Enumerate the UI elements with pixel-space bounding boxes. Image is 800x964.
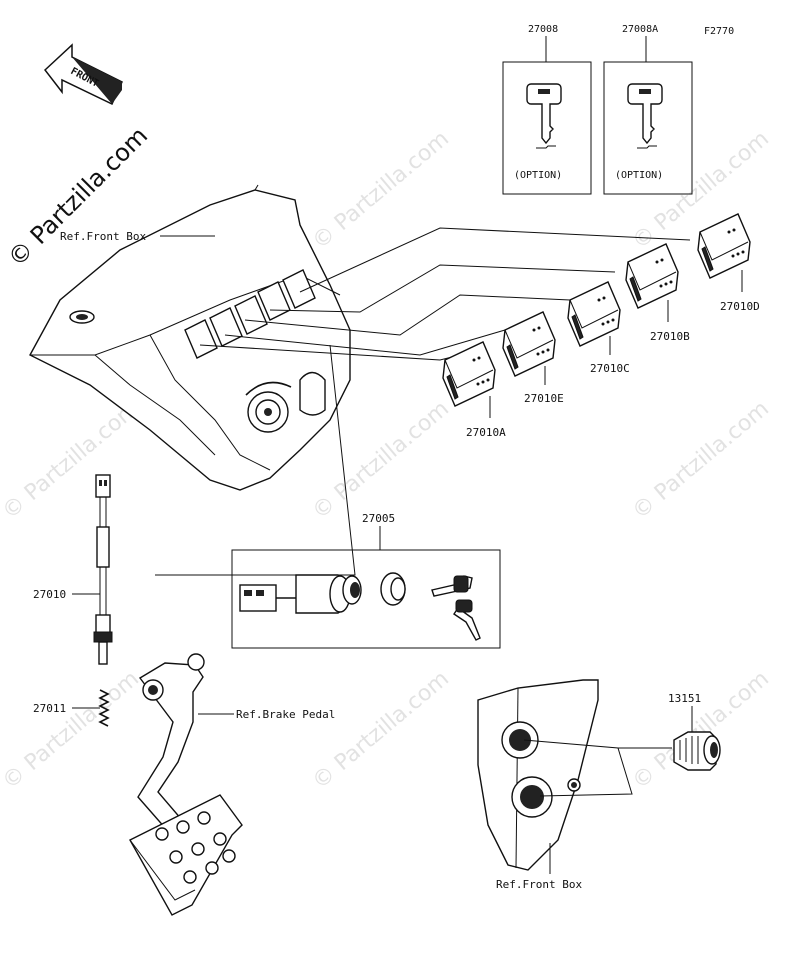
part-number-27010: 27010	[33, 588, 66, 601]
brake-pedal: Ref.Brake Pedal	[129, 653, 335, 916]
socket-13151: 13151	[523, 692, 721, 797]
rocker-switch-27010E: 27010E	[502, 311, 564, 405]
watermark: © Partzilla.com	[628, 666, 774, 794]
watermark: © Partzilla.com	[628, 396, 774, 524]
part-number-27010A: 27010A	[466, 426, 506, 439]
ref-brake-pedal: Ref.Brake Pedal	[236, 708, 335, 721]
rocker-switch-27010C: 27010C	[567, 281, 630, 375]
part-number-13151: 13151	[668, 692, 701, 705]
ignition-switch-set: 27005	[231, 512, 501, 649]
part-number-27011: 27011	[33, 702, 66, 715]
part-number-27005: 27005	[362, 512, 395, 525]
watermark: © Partzilla.com	[308, 666, 454, 794]
ref-front-box-bottom: Ref.Front Box	[496, 878, 582, 891]
diagram-code: F2770	[704, 26, 734, 37]
spring-27011: 27011	[33, 689, 110, 727]
part-number-27010E: 27010E	[524, 392, 564, 405]
watermark: © Partzilla.com	[308, 126, 454, 254]
watermark: © Partzilla.com	[0, 666, 144, 794]
ref-front-box-top: Ref.Front Box	[60, 230, 146, 243]
option-note: (OPTION)	[615, 170, 663, 181]
part-number-27010D: 27010D	[720, 300, 760, 313]
watermarks: © Partzilla.com © Partzilla.com © Partzi…	[0, 121, 774, 794]
front-arrow-icon: FRONT	[43, 43, 123, 106]
rocker-switch-27010D: 27010D	[697, 213, 760, 313]
watermark: © Partzilla.com	[0, 396, 144, 524]
part-number-27008: 27008	[528, 24, 558, 35]
rocker-switch-27010A: 27010A	[442, 341, 506, 439]
rocker-switch-27010B: 27010B	[625, 243, 690, 343]
part-number-27010B: 27010B	[650, 330, 690, 343]
part-number-27008A: 27008A	[622, 24, 658, 35]
brake-switch-27010: 27010	[33, 474, 113, 665]
option-note: (OPTION)	[514, 170, 562, 181]
key-option-2: 27008A (OPTION)	[603, 24, 693, 195]
part-number-27010C: 27010C	[590, 362, 630, 375]
lower-front-box: Ref.Front Box	[477, 679, 599, 891]
key-option-1: 27008 (OPTION)	[502, 24, 592, 195]
